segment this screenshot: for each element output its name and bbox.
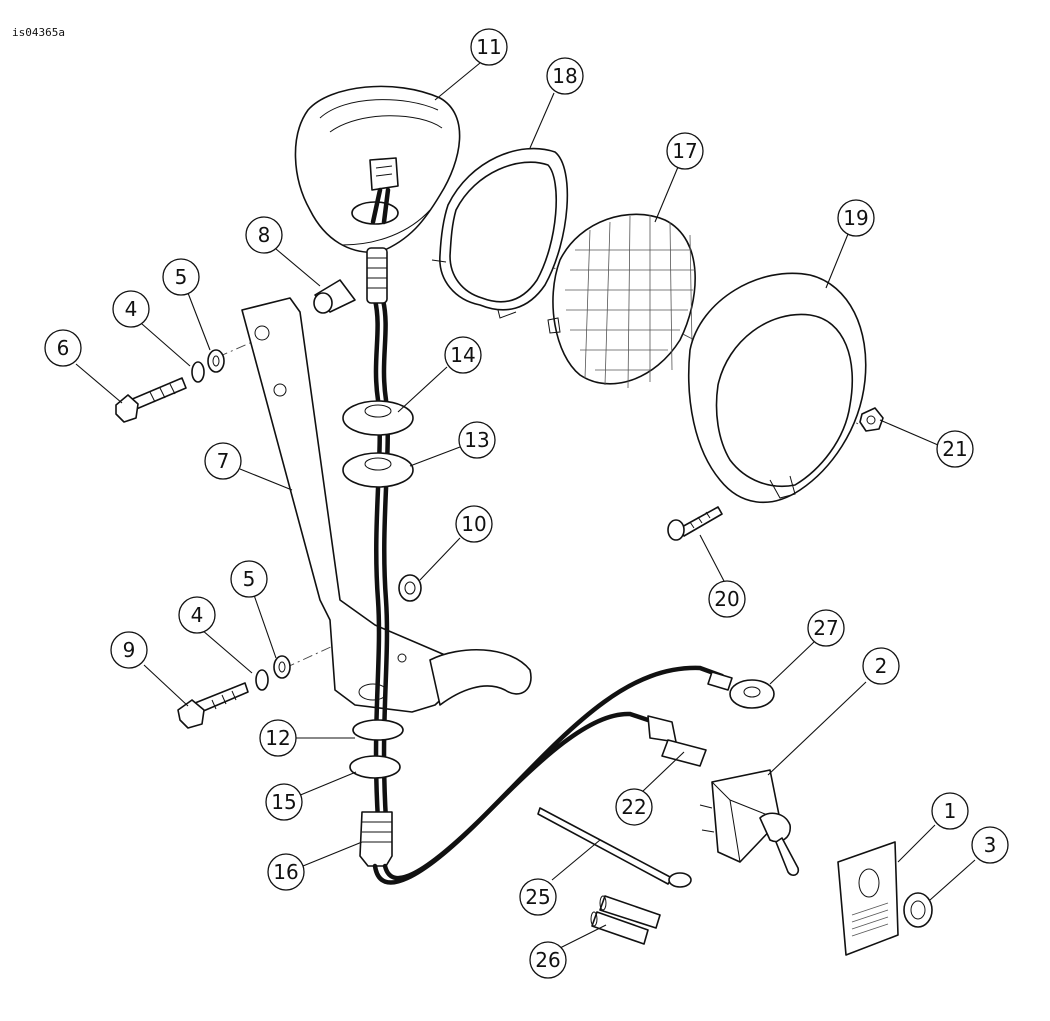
- callout-label: 7: [217, 449, 230, 473]
- callout-label: 8: [258, 223, 271, 247]
- harness-wires: [372, 665, 725, 885]
- callout-19: 19: [837, 199, 875, 237]
- callout-22: 22: [615, 788, 653, 826]
- callout-9: 9: [110, 631, 148, 669]
- callout-7: 7: [204, 442, 242, 480]
- spacer-8: [313, 279, 356, 314]
- toggle-switch: [699, 769, 800, 877]
- callout-label: 17: [672, 139, 697, 163]
- callout-3: 3: [971, 826, 1009, 864]
- callout-label: 9: [123, 638, 136, 662]
- callout-label: 26: [535, 948, 560, 972]
- lamp-lens: [547, 213, 696, 389]
- grommets: [342, 400, 414, 488]
- callout-label: 13: [464, 428, 489, 452]
- callout-15: 15: [265, 783, 303, 821]
- callout-8: 8: [245, 216, 283, 254]
- callout-label: 5: [175, 265, 188, 289]
- callout-label: 18: [552, 64, 577, 88]
- callout-2: 2: [862, 647, 900, 685]
- lamp-bezel: [687, 272, 867, 504]
- callout-label: 6: [57, 336, 70, 360]
- drawing-id-label: is04365a: [12, 26, 65, 39]
- callout-label: 5: [243, 567, 256, 591]
- callout-label: 3: [984, 833, 997, 857]
- callout-label: 21: [942, 437, 967, 461]
- callout-leaders: [75, 62, 976, 949]
- callout-label: 15: [271, 790, 296, 814]
- upper-bolt-set: [115, 349, 225, 423]
- nut-21: [859, 407, 884, 432]
- callout-label: 19: [843, 206, 868, 230]
- callout-label: 11: [476, 35, 501, 59]
- callout-label: 25: [525, 885, 550, 909]
- ring-terminal-27: [707, 671, 775, 709]
- screw-20: [667, 506, 723, 541]
- callout-16: 16: [267, 853, 305, 891]
- callout-10: 10: [455, 505, 493, 543]
- callout-18: 18: [546, 57, 584, 95]
- mounting-bracket: [241, 297, 532, 713]
- callout-25: 25: [519, 878, 557, 916]
- strain-relief-16: [359, 811, 393, 867]
- callout-label: 1: [944, 799, 957, 823]
- callout-label: 12: [265, 726, 290, 750]
- callout-label: 4: [125, 297, 138, 321]
- callout-21: 21: [936, 430, 974, 468]
- switch-plate-1: [837, 841, 899, 956]
- callout-14: 14: [444, 336, 482, 374]
- callout-11: 11: [470, 28, 508, 66]
- callout-label: 20: [714, 587, 739, 611]
- callout-label: 4: [191, 603, 204, 627]
- callout-label: 14: [450, 343, 475, 367]
- switch-nut-3: [903, 892, 933, 928]
- lower-washers: [349, 719, 404, 779]
- spade-connector-22: [647, 715, 707, 767]
- callout-4-lower: 4: [178, 596, 216, 634]
- callout-label: 16: [273, 860, 298, 884]
- callout-17: 17: [666, 132, 704, 170]
- callout-20: 20: [708, 580, 746, 618]
- fuses-26: [590, 895, 661, 945]
- cable-tie-25: [537, 807, 692, 888]
- callout-12: 12: [259, 719, 297, 757]
- callout-5-upper: 5: [162, 258, 200, 296]
- retaining-ring: [431, 147, 569, 319]
- callout-13: 13: [458, 421, 496, 459]
- callout-1: 1: [931, 792, 969, 830]
- callout-label: 10: [461, 512, 486, 536]
- bushing-10: [398, 574, 422, 602]
- callout-label: 27: [813, 616, 838, 640]
- callout-label: 22: [621, 795, 646, 819]
- callout-label: 2: [875, 654, 888, 678]
- callout-27: 27: [807, 609, 845, 647]
- callout-26: 26: [529, 941, 567, 979]
- callout-6: 6: [44, 329, 82, 367]
- callout-5-lower: 5: [230, 560, 268, 598]
- lamp-housing: [294, 85, 461, 254]
- callout-4-upper: 4: [112, 290, 150, 328]
- lamp-wiring: [366, 247, 390, 823]
- lower-bolt-set: [177, 655, 291, 729]
